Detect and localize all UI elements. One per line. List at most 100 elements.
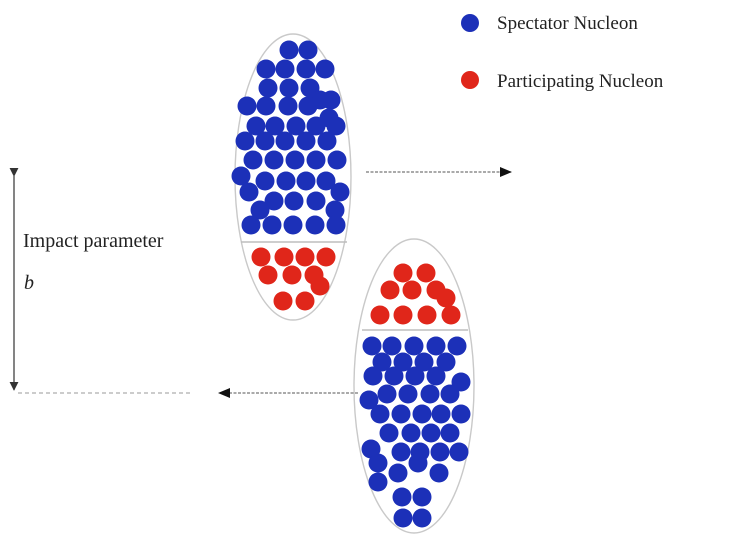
upper-nucleus-nucleons [231, 40, 350, 311]
spectator-nucleon [420, 384, 440, 404]
spectator-nucleon [405, 366, 425, 386]
spectator-legend-icon [461, 14, 479, 32]
spectator-nucleon [250, 200, 270, 220]
spectator-nucleon [429, 463, 449, 483]
spectator-legend-label: Spectator Nucleon [497, 13, 638, 34]
spectator-nucleon [278, 96, 298, 116]
spectator-nucleon [255, 131, 275, 151]
spectator-nucleon [265, 116, 285, 136]
spectator-nucleon [316, 171, 336, 191]
spectator-nucleon [296, 131, 316, 151]
spectator-nucleon [237, 96, 257, 116]
spectator-nucleon [368, 472, 388, 492]
spectator-nucleon [279, 78, 299, 98]
spectator-nucleon [404, 336, 424, 356]
spectator-nucleon [384, 366, 404, 386]
impact-parameter-indicator: Impact parameter b [9, 167, 190, 394]
participant-nucleon [310, 276, 330, 296]
spectator-nucleon [440, 423, 460, 443]
spectator-nucleon [368, 453, 388, 473]
spectator-nucleon [363, 366, 383, 386]
spectator-nucleon [296, 59, 316, 79]
participant-nucleon [402, 280, 422, 300]
impact-parameter-label: Impact parameter [23, 230, 164, 252]
spectator-nucleon [258, 78, 278, 98]
spectator-nucleon [326, 116, 346, 136]
participant-nucleon [282, 265, 302, 285]
spectator-nucleon [256, 59, 276, 79]
spectator-nucleon [431, 404, 451, 424]
spectator-nucleon [326, 215, 346, 235]
spectator-nucleon [393, 508, 413, 528]
spectator-nucleon [398, 384, 418, 404]
spectator-nucleon [412, 487, 432, 507]
participant-nucleon [274, 247, 294, 267]
participant-nucleon [393, 305, 413, 325]
spectator-nucleon [426, 366, 446, 386]
participant-nucleon [370, 305, 390, 325]
participant-nucleon [295, 291, 315, 311]
spectator-nucleon [264, 150, 284, 170]
spectator-nucleon [235, 131, 255, 151]
spectator-nucleon [391, 404, 411, 424]
spectator-nucleon [256, 96, 276, 116]
spectator-nucleon [361, 439, 381, 459]
participant-nucleon [393, 263, 413, 283]
spectator-nucleon [330, 182, 350, 202]
spectator-nucleon [370, 404, 390, 424]
spectator-nucleon [285, 150, 305, 170]
spectator-nucleon [246, 116, 266, 136]
spectator-nucleon [362, 336, 382, 356]
spectator-nucleon [262, 215, 282, 235]
spectator-nucleon [305, 215, 325, 235]
spectator-nucleon [284, 191, 304, 211]
participant-nucleon [441, 305, 461, 325]
spectator-nucleon [436, 352, 456, 372]
spectator-nucleon [239, 182, 259, 202]
spectator-nucleon [430, 442, 450, 462]
spectator-nucleon [241, 215, 261, 235]
participant-legend-label: Participating Nucleon [497, 71, 664, 92]
spectator-nucleon [298, 40, 318, 60]
spectator-nucleon [440, 384, 460, 404]
spectator-nucleon [243, 150, 263, 170]
upper-nucleus [231, 33, 352, 321]
participant-nucleon [416, 263, 436, 283]
spectator-nucleon [296, 171, 316, 191]
spectator-nucleon [451, 372, 471, 392]
spectator-nucleon [283, 215, 303, 235]
participant-nucleon [258, 265, 278, 285]
spectator-nucleon [388, 463, 408, 483]
participant-legend-icon [461, 71, 479, 89]
spectator-nucleon [382, 336, 402, 356]
spectator-nucleon [391, 442, 411, 462]
spectator-nucleon [325, 200, 345, 220]
participant-nucleon [316, 247, 336, 267]
spectator-nucleon [392, 487, 412, 507]
participant-nucleon [251, 247, 271, 267]
spectator-nucleon [255, 171, 275, 191]
spectator-nucleon [421, 423, 441, 443]
spectator-nucleon [372, 352, 392, 372]
lower-nucleus-nucleons [359, 263, 471, 528]
spectator-nucleon [264, 191, 284, 211]
lower-nucleus [353, 238, 475, 534]
legend: Spectator Nucleon Participating Nucleon [461, 13, 664, 92]
spectator-nucleon [306, 150, 326, 170]
spectator-nucleon [401, 423, 421, 443]
spectator-nucleon [276, 171, 296, 191]
spectator-nucleon [359, 390, 379, 410]
spectator-nucleon [306, 116, 326, 136]
participant-nucleon [295, 247, 315, 267]
spectator-nucleon [408, 453, 428, 473]
participant-nucleon [436, 288, 456, 308]
spectator-nucleon [275, 59, 295, 79]
spectator-nucleon [447, 336, 467, 356]
spectator-nucleon [298, 96, 318, 116]
spectator-nucleon [449, 442, 469, 462]
spectator-nucleon [317, 131, 337, 151]
spectator-nucleon [426, 336, 446, 356]
spectator-nucleon [451, 404, 471, 424]
impact-parameter-symbol: b [24, 272, 34, 294]
